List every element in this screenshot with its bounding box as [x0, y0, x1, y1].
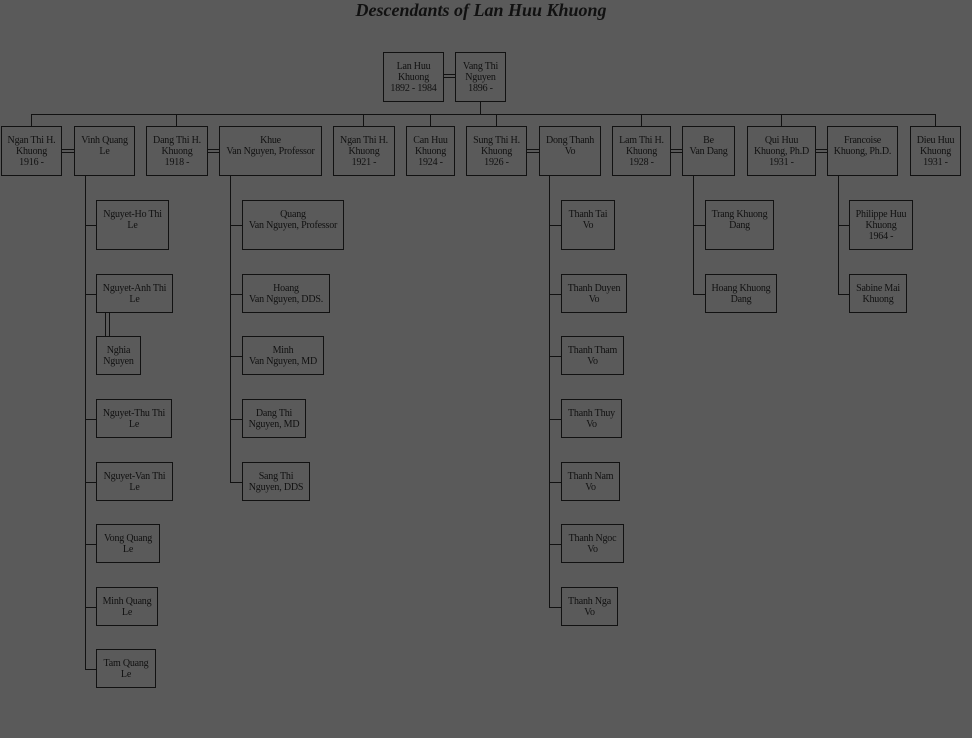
person-box-minh-quang[interactable]: Minh Quang Le [96, 587, 158, 626]
child-branch [85, 294, 96, 295]
descent-line [31, 114, 32, 126]
spouse-connector [105, 313, 106, 336]
descent-trunk [230, 176, 231, 482]
person-box-dang-thi[interactable]: Dang Thi Nguyen, MD [242, 399, 306, 438]
descent-line [176, 114, 177, 126]
person-box-trang[interactable]: Trang Khuong Dang [705, 200, 774, 250]
child-branch [549, 225, 561, 226]
person-box-thanh-nga[interactable]: Thanh Nga Vo [561, 587, 618, 626]
spouse-connector [62, 149, 74, 150]
child-branch [549, 294, 561, 295]
person-box-thanh-tham[interactable]: Thanh Tham Vo [561, 336, 624, 375]
child-branch [85, 607, 96, 608]
child-branch [838, 225, 849, 226]
person-box-thanh-ngoc[interactable]: Thanh Ngoc Vo [561, 524, 624, 563]
person-box-dang[interactable]: Dang Thi H. Khuong 1918 - [146, 126, 208, 176]
person-box-dong[interactable]: Dong Thanh Vo [539, 126, 601, 176]
person-box-sang[interactable]: Sang Thi Nguyen, DDS [242, 462, 310, 501]
person-box-hoang-khuong[interactable]: Hoang Khuong Dang [705, 274, 777, 313]
person-box-philippe[interactable]: Philippe Huu Khuong 1964 - [849, 200, 913, 250]
person-box-francoise[interactable]: Francoise Khuong, Ph.D. [827, 126, 898, 176]
person-box-ngan1[interactable]: Ngan Thi H. Khuong 1916 - [1, 126, 62, 176]
child-branch [230, 225, 242, 226]
child-branch [838, 294, 849, 295]
person-box-nghia[interactable]: Nghia Nguyen [96, 336, 141, 375]
person-box-khue[interactable]: Khue Van Nguyen, Professor [219, 126, 322, 176]
person-box-dieu[interactable]: Dieu Huu Khuong 1931 - [910, 126, 961, 176]
spouse-connector [109, 313, 110, 336]
person-box-hoang[interactable]: Hoang Van Nguyen, DDS. [242, 274, 330, 313]
descent-trunk [549, 176, 550, 607]
child-branch [693, 225, 705, 226]
child-branch [230, 356, 242, 357]
person-box-tam[interactable]: Tam Quang Le [96, 649, 156, 688]
child-branch [85, 544, 96, 545]
person-box-nguyet-van[interactable]: Nguyet-Van Thi Le [96, 462, 173, 501]
person-box-ngan2[interactable]: Ngan Thi H. Khuong 1921 - [333, 126, 395, 176]
person-box-lan[interactable]: Lan Huu Khuong 1892 - 1984 [383, 52, 444, 102]
spouse-connector [208, 149, 219, 150]
person-box-thanh-tai[interactable]: Thanh Tai Vo [561, 200, 615, 250]
person-box-vong[interactable]: Vong Quang Le [96, 524, 160, 563]
child-branch [85, 419, 96, 420]
spouse-connector [671, 152, 682, 153]
person-box-vinh[interactable]: Vinh Quang Le [74, 126, 135, 176]
spouse-connector [671, 149, 682, 150]
person-box-sabine[interactable]: Sabine Mai Khuong [849, 274, 907, 313]
person-box-nguyet-thu[interactable]: Nguyet-Thu Thi Le [96, 399, 172, 438]
spouse-connector [62, 152, 74, 153]
person-box-lam[interactable]: Lam Thi H. Khuong 1928 - [612, 126, 671, 176]
person-box-thanh-nam[interactable]: Thanh Nam Vo [561, 462, 620, 501]
child-branch [85, 669, 96, 670]
descent-trunk [85, 176, 86, 669]
spouse-connector [444, 74, 455, 75]
descent-line [496, 114, 497, 126]
descent-trunk [838, 176, 839, 294]
child-branch [230, 482, 242, 483]
person-box-vang[interactable]: Vang Thi Nguyen 1896 - [455, 52, 506, 102]
child-branch [549, 356, 561, 357]
spouse-connector [816, 152, 827, 153]
child-branch [230, 419, 242, 420]
spouse-connector [527, 152, 539, 153]
descent-line [935, 114, 936, 126]
descent-line [641, 114, 642, 126]
descent-line [480, 102, 481, 114]
child-branch [693, 294, 705, 295]
child-branch [85, 482, 96, 483]
person-box-sung[interactable]: Sung Thi H. Khuong 1926 - [466, 126, 527, 176]
child-branch [230, 294, 242, 295]
person-box-can[interactable]: Can Huu Khuong 1924 - [406, 126, 455, 176]
person-box-nguyet-ho[interactable]: Nguyet-Ho Thi Le [96, 200, 169, 250]
spouse-connector [208, 152, 219, 153]
descent-trunk [693, 176, 694, 294]
child-branch [549, 544, 561, 545]
person-box-quang[interactable]: Quang Van Nguyen, Professor [242, 200, 344, 250]
person-box-minh[interactable]: Minh Van Nguyen, MD [242, 336, 324, 375]
child-branch [549, 419, 561, 420]
child-branch [549, 482, 561, 483]
sibling-bar [31, 114, 936, 115]
child-branch [85, 225, 96, 226]
person-box-nguyet-anh[interactable]: Nguyet-Anh Thi Le [96, 274, 173, 313]
person-box-thanh-thuy[interactable]: Thanh Thuy Vo [561, 399, 622, 438]
person-box-be[interactable]: Be Van Dang [682, 126, 735, 176]
descent-line [363, 114, 364, 126]
person-box-qui[interactable]: Qui Huu Khuong, Ph.D 1931 - [747, 126, 816, 176]
spouse-connector [816, 149, 827, 150]
person-box-thanh-duyen[interactable]: Thanh Duyen Vo [561, 274, 627, 313]
spouse-connector [444, 77, 455, 78]
spouse-connector [527, 149, 539, 150]
descent-line [430, 114, 431, 126]
child-branch [549, 607, 561, 608]
chart-title: Descendants of Lan Huu Khuong [355, 0, 607, 20]
descent-line [781, 114, 782, 126]
